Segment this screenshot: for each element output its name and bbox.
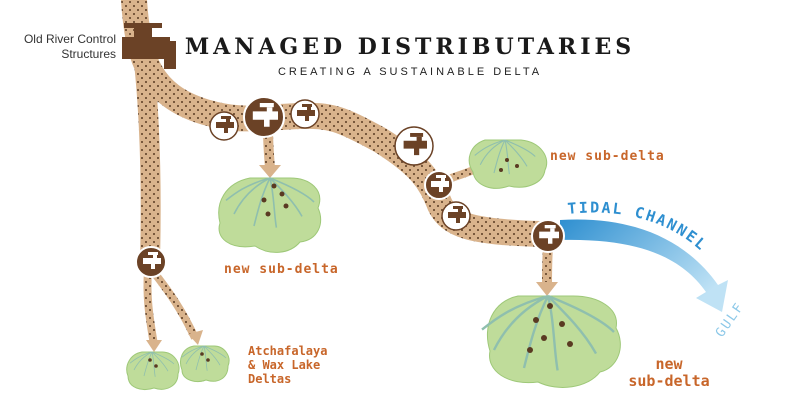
sub-delta-3-label-line1: new — [655, 355, 683, 373]
sub-delta-3-label-line2: sub-delta — [628, 372, 710, 390]
atchafalaya-branch-right — [148, 267, 199, 340]
sub-delta-3 — [480, 294, 621, 388]
atchafalaya-label-line3: Deltas — [248, 372, 292, 386]
sub-delta-2-label: new sub-delta — [550, 149, 665, 164]
page-subtitle: CREATING A SUSTAINABLE DELTA — [277, 66, 543, 78]
atchafalaya-label-line1: Atchafalaya — [248, 344, 328, 358]
atchafalaya-arrow-left — [146, 340, 162, 352]
valve-light-3 — [441, 201, 471, 231]
valve-light-2 — [290, 99, 320, 129]
sub-delta-1 — [218, 177, 322, 253]
valve-dark-2 — [424, 170, 454, 200]
atchafalaya-label: Atchafalaya & Wax Lake Deltas — [248, 344, 368, 386]
valve-light-large — [394, 126, 434, 166]
atchafalaya-delta — [126, 351, 180, 390]
sub-delta-3-arrow — [536, 282, 558, 296]
atchafalaya-arrow-right — [188, 330, 203, 345]
old-river-faucet-icon — [122, 23, 176, 69]
wax-lake-delta — [180, 345, 230, 383]
valve-dark-atchafalaya — [135, 246, 167, 278]
atchafalaya-branch-left — [143, 269, 158, 346]
sub-delta-2 — [468, 139, 548, 189]
page-title: MANAGED DISTRIBUTARIES — [184, 34, 636, 60]
valve-dark-large — [243, 96, 285, 138]
sub-delta-3-label: new sub-delta — [614, 356, 724, 390]
valve-dark-3 — [531, 219, 565, 253]
valve-light-1 — [209, 111, 239, 141]
tidal-channel-arrow — [560, 219, 728, 312]
source-label: Old River Control Structures — [23, 32, 116, 61]
sub-delta-1-arrow — [259, 165, 281, 178]
atchafalaya-label-line2: & Wax Lake — [248, 358, 321, 372]
atchafalaya-channel — [130, 20, 161, 272]
sub-delta-1-label: new sub-delta — [224, 262, 339, 277]
